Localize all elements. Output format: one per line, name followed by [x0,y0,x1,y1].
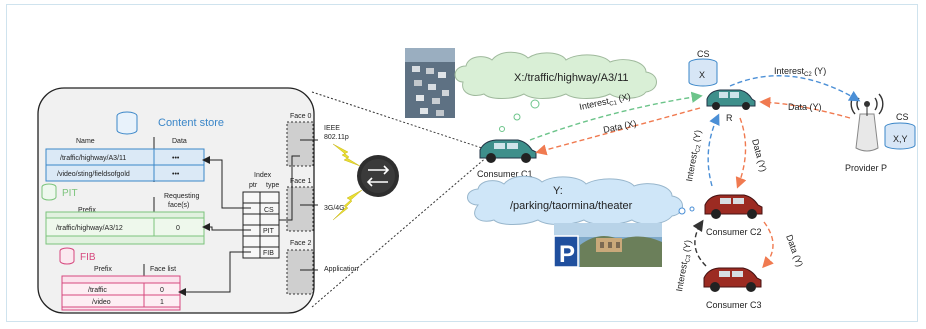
car-c3-icon [703,267,762,292]
pit-row-prefix: /traffic/highway/A3/12 [56,225,123,232]
index-table [242,191,280,259]
data-y-c3-label: Data (Y) [784,233,805,268]
face-2: Face 2 [286,240,314,295]
interest-c2-y-vert-label: InterestC2 (Y) [684,129,705,182]
cs-r-value: X [699,70,705,80]
interest-c2-y-top-label: InterestC2 (Y) [774,66,826,78]
index-pointers [178,156,251,296]
cs-row-data: ••• [172,155,180,162]
figure-frame [6,4,918,322]
face-1: Face 1 [286,178,314,232]
cs-p-icon [884,122,916,150]
cs-p-value: X,Y [893,134,908,144]
interest-c3-y-arrow [692,219,707,267]
pit-col-faces-1: Requesting [164,193,200,200]
car-c2-icon [704,194,763,219]
lightning-icon [332,143,363,221]
data-x-label: Data (X) [602,118,637,135]
pit-row-face: 0 [176,225,180,232]
index-row-type: PIT [263,228,275,235]
parking-photo [553,223,662,268]
consumer-c3-label: Consumer C3 [706,300,762,310]
fib-col-faces: Face list [150,266,176,273]
router-label: R [726,113,733,123]
pit-col-faces-2: face(s) [168,202,189,209]
consumer-c1-label: Consumer C1 [477,169,533,179]
car-r-icon [706,89,756,110]
face-arrows [279,139,318,271]
data-y-vert-label: Data (Y) [750,138,768,173]
router-icon [357,155,399,197]
interest-c1-x-arrow [529,91,703,141]
face-label: Face 1 [290,178,312,185]
fib-row-face: 1 [160,299,164,306]
cloud-y-text-2: /parking/taormina/theater [510,200,633,212]
fib-row-prefix: /traffic [88,287,107,294]
car-c1-icon [479,139,537,163]
cs-r-label: CS [697,49,710,59]
cs-col-data: Data [172,138,187,145]
data-y-vert-arrow [735,117,747,189]
thought-bubbles [499,99,540,132]
face-0: Face 0 [286,113,314,167]
zoom-line-bottom [311,155,489,308]
face-tech: 802.11p [324,134,349,141]
content-store-icon [116,111,138,135]
fib-row-prefix: /video [92,299,111,306]
cs-row-name: /traffic/highway/A3/11 [60,155,126,162]
face-label: Face 2 [290,240,312,247]
face-label: Face 0 [290,113,312,120]
index-ptr: ptr [249,182,258,189]
consumer-c2-label: Consumer C2 [706,227,762,237]
fib-icon [59,247,75,265]
cloud-y [467,175,683,225]
cs-p-label: CS [896,112,909,122]
pit-title: PIT [62,188,78,199]
index-row-type: CS [264,207,274,214]
content-store-title: Content store [158,117,224,129]
fib-row [61,294,181,308]
cloud-x-text: X:/traffic/highway/A3/11 [514,72,629,84]
provider-label: Provider P [845,163,887,173]
face-tech: 3G/4G [324,205,345,212]
data-x-arrow [535,107,701,156]
cs-row-name: /video/sting/fieldsofgold [57,171,130,178]
thought-bubbles-y [678,206,695,215]
face-tech: Application [324,266,358,273]
fib-row-face: 0 [160,287,164,294]
zoom-line-top [311,91,489,151]
fib-title: FIB [80,252,96,263]
index-label: Index [254,172,272,179]
data-y-top-arrow [759,96,851,119]
cs-r-icon [688,58,718,87]
fib-col-prefix: Prefix [94,266,112,273]
cs-col-name: Name [76,138,95,145]
traffic-photo [405,48,455,118]
provider-antenna-icon [850,93,884,152]
data-y-c3-arrow [762,221,774,269]
index-row-type: FIB [263,250,274,257]
face-tech: IEEE [324,125,340,132]
pit-col-prefix: Prefix [78,207,96,214]
cloud-x [454,51,657,99]
interest-c2-y-vert-arrow [707,113,720,187]
parking-sign-text: P [559,241,575,268]
cs-row-data: ••• [172,171,180,178]
cloud-y-text-1: Y: [553,185,563,197]
interest-c3-y-label: InterestC3 (Y) [674,239,695,292]
index-type: type [266,182,279,189]
data-y-top-label: Data (Y) [788,102,822,112]
pit-icon [41,183,57,201]
